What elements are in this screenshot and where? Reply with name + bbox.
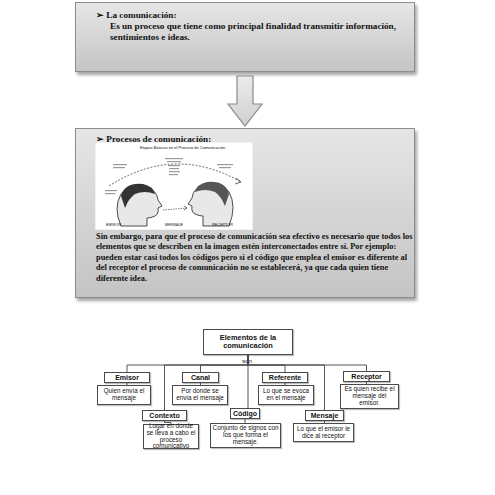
box-text: Es quien recibe el mensaje del emisor. [341, 386, 398, 407]
box-text: Contexto [148, 412, 180, 420]
illustration-caption: RECEPTOR [212, 223, 233, 227]
panel-heading: ➢ La comunicación: [96, 9, 176, 20]
connector [127, 355, 248, 372]
description-box: Lo que el emisor le dice al receptor [293, 423, 354, 442]
box-text: Conjunto de signos con los que forma el … [211, 425, 280, 446]
element-box: Emisor [104, 372, 150, 383]
element-box: Referente [262, 372, 308, 383]
description-box: Es quien recibe el mensaje del emisor. [340, 384, 399, 409]
connector [248, 355, 325, 410]
box-text: Receptor [350, 373, 382, 381]
box-text: Mensaje [310, 412, 340, 420]
box-text: Lo que se evoca en el mensaje [259, 388, 313, 402]
description-box: Lugar en donde se lleva a cabo el proces… [143, 424, 199, 449]
block-arrow [228, 76, 262, 126]
box-text: Elementos de la comunicación [204, 334, 292, 350]
definition-panel: ➢ La comunicación:Es un proceso que tien… [75, 2, 415, 72]
panel-body: Es un proceso que tiene como principal f… [110, 21, 402, 42]
illustration-title: Etapas Básicas en el Proceso de Comunica… [140, 145, 225, 150]
element-box: Canal [182, 372, 219, 383]
box-text: Referente [268, 374, 302, 382]
element-box: Receptor [343, 371, 390, 382]
box-text: Canal [190, 374, 211, 382]
box-text: Lugar en donde se lleva a cabo el proces… [144, 423, 198, 451]
description-box: Lo que se evoca en el mensaje [258, 385, 314, 405]
description-box: Por donde se envía el mensaje [172, 385, 228, 405]
connector [201, 355, 249, 372]
connector [248, 355, 285, 372]
box-text: Emisor [114, 374, 140, 382]
connector [248, 355, 367, 371]
description-box: Conjunto de signos con los que forma el … [210, 423, 281, 448]
communication-illustration [95, 142, 253, 230]
box-text: Quien envía el mensaje [98, 388, 150, 402]
root-box: Elementos de la comunicación [203, 329, 293, 355]
illustration-caption: EMISOR [106, 223, 121, 227]
element-box: Mensaje [305, 410, 344, 421]
illustration-caption: MENSAJE [165, 223, 183, 227]
panel-body: Sin embargo, para que el proceso de comu… [96, 232, 414, 284]
connector-word: son [242, 357, 252, 364]
description-box: Quien envía el mensaje [97, 385, 151, 405]
box-text: Por donde se envía el mensaje [173, 388, 227, 402]
element-box: Código [230, 408, 260, 419]
box-text: Código [232, 410, 258, 418]
connector [165, 355, 249, 410]
element-box: Contexto [142, 410, 187, 421]
box-text: Lo que el emisor le dice al receptor [294, 426, 353, 440]
